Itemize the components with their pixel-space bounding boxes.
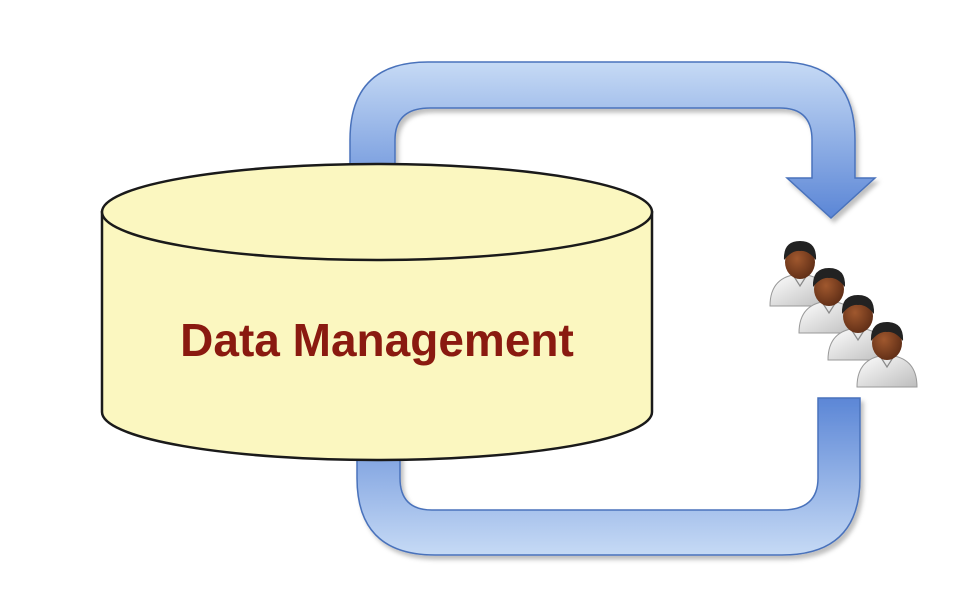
user-group-icon xyxy=(769,241,918,388)
incoming-arrow-shape xyxy=(333,395,861,556)
incoming-flow-arrow xyxy=(333,395,861,556)
database-label: Data Management xyxy=(180,314,574,366)
user-figure xyxy=(798,268,860,334)
database-cylinder: Data Management xyxy=(100,162,654,462)
outgoing-flow-arrow xyxy=(349,61,877,220)
outgoing-arrow-overlay xyxy=(351,168,394,215)
user-figure xyxy=(856,322,918,388)
database-body xyxy=(100,210,654,462)
outgoing-arrow-shape xyxy=(349,61,877,220)
database-top xyxy=(100,162,654,262)
